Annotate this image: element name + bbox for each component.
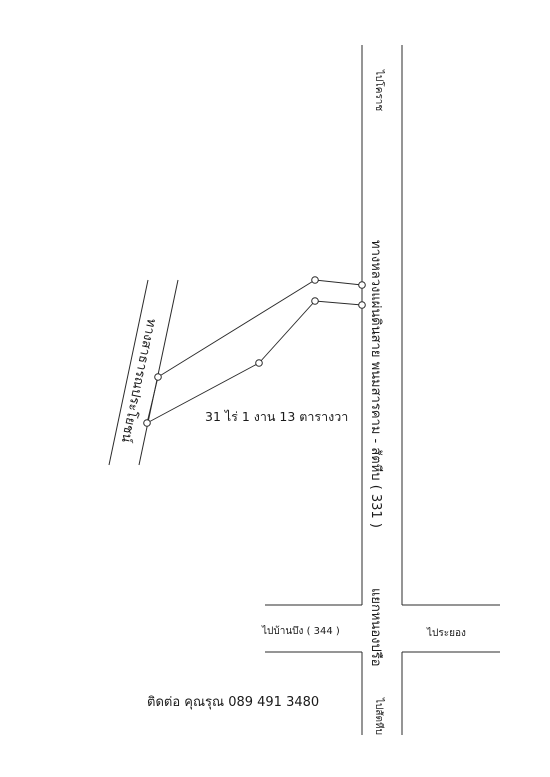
- plot-boundary-south: [146, 300, 363, 424]
- side-road-label: ทางสาธารณประโยชน์: [118, 317, 160, 444]
- side-public-road: [108, 279, 179, 466]
- west-direction-label: ไปบ้านบึง ( 344 ): [261, 625, 340, 637]
- contact-info: ติดต่อ คุณรุณ 089 491 3480: [147, 695, 319, 710]
- plot-boundary-west: [146, 376, 159, 424]
- south-direction-label: ไปสัตหีบ: [373, 697, 385, 735]
- main-highway-road: [361, 45, 403, 735]
- plot-vertex: [358, 301, 366, 309]
- land-plot: [143, 276, 366, 427]
- east-direction-label: ไประยอง: [426, 627, 466, 639]
- side-road-east-edge: [138, 279, 179, 466]
- main-highway-label: ทางหลวงแผ่นดินสาย พนมสารคาม - สัตหีบ ( 3…: [368, 240, 384, 528]
- land-area-label: 31 ไร่ 1 งาน 13 ตารางวา: [205, 409, 348, 424]
- intersection-label: แยกหนองปรือ: [368, 588, 384, 667]
- plot-vertex: [255, 359, 263, 367]
- plot-vertex: [154, 373, 162, 381]
- plot-vertex: [358, 281, 366, 289]
- plot-vertex: [311, 276, 319, 284]
- north-direction-label: ไปโคราช: [373, 69, 386, 111]
- plot-vertex: [311, 297, 319, 305]
- cross-road: [265, 604, 500, 653]
- plot-vertex: [143, 419, 151, 427]
- side-road-west-edge: [108, 279, 149, 466]
